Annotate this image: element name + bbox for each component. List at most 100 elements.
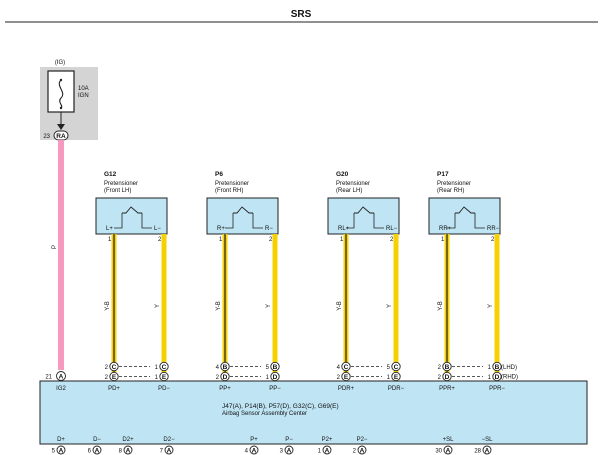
connector-id: A: [287, 447, 292, 454]
ecu-pin-label: P−: [285, 437, 293, 443]
squib-lead-minus: [252, 213, 263, 229]
fuse-rating: 10A: [78, 86, 89, 92]
connector-pin: 4: [216, 365, 220, 371]
terminal-plus-label: RR+: [439, 226, 452, 232]
component-side: (Front LH): [104, 188, 131, 194]
pin-minus-number: 2: [269, 237, 273, 243]
wire-plus-color: Y-B: [337, 301, 343, 310]
pretensioner-body: [428, 197, 501, 235]
connector-badge: [322, 445, 332, 455]
component-code: G20: [336, 171, 349, 178]
connector-id: A: [252, 447, 257, 454]
pin-minus-number: 2: [158, 237, 162, 243]
ecu-bottom-pin: D+ A5: [52, 437, 66, 455]
connector-pin: 2: [353, 448, 357, 454]
ecu-pin-label: PDR−: [388, 386, 405, 392]
wire-plus-color: Y-B: [216, 301, 222, 310]
connector-badge: [284, 445, 294, 455]
connector-pin: 3: [280, 448, 284, 454]
squib-lead-plus: [346, 213, 355, 229]
squib-icon: [122, 206, 142, 214]
connector-id: C: [162, 364, 167, 371]
wire-minus-color: Y: [488, 304, 494, 308]
connector-id: C: [394, 364, 399, 371]
component-name: Pretensioner: [215, 181, 249, 187]
ecu-pin-label: P2+: [322, 437, 333, 443]
connector-pin: 6: [88, 448, 92, 454]
connector-pin: 1: [387, 375, 391, 381]
connector-id: D: [495, 374, 500, 381]
ecu-bottom-pin: D2−A7: [160, 437, 175, 455]
ig2-label: IG2: [56, 386, 66, 392]
connector-badge: [109, 371, 119, 382]
fuse-connector-id: RA: [56, 133, 66, 140]
component-side: (Rear LH): [336, 188, 362, 194]
ig2-pin-number: 21: [45, 375, 52, 381]
diagram-title: SRS: [291, 9, 312, 20]
ecu-pin-label: D2+: [122, 437, 134, 443]
connector-id: A: [59, 447, 64, 454]
connector-pin: 1: [155, 365, 159, 371]
terminal-minus-label: R−: [265, 226, 273, 232]
terminal-plus-label: L+: [106, 226, 113, 232]
ecu-pin-label: −SL: [482, 437, 494, 443]
ecu-pin-label: P+: [250, 437, 258, 443]
wire-y: [272, 234, 278, 381]
fuse-pin-number: 23: [43, 134, 50, 140]
connector-badge: [391, 361, 401, 372]
connector-pin: 8: [119, 448, 123, 454]
connector-pin: 1: [488, 365, 492, 371]
wire-plus-color: Y-B: [105, 301, 111, 310]
ecu-pin-label: D2−: [163, 437, 175, 443]
fuse-block: (IG) 10A IGN RA 23: [40, 60, 98, 141]
connector-badge: [270, 361, 280, 372]
ecu-pin-label: PD−: [158, 386, 170, 392]
terminal-minus-label: RR−: [487, 226, 500, 232]
pin-plus-number: 1: [340, 237, 344, 243]
ecu-pin-label: PPR+: [439, 386, 455, 392]
pin-plus-number: 1: [219, 237, 223, 243]
ecu-pin-label: PP−: [269, 386, 281, 392]
connector-pin: 2: [438, 365, 442, 371]
connector-pin: 5: [266, 365, 270, 371]
ecu-bottom-pin-layer: D+A5D−A6D2+A8D2−A7P+A4P−A3P2+A1P2−A2+SLA…: [52, 437, 494, 455]
fuse-name: IGN: [78, 93, 89, 99]
connector-id: D: [223, 374, 228, 381]
connector-badge: [341, 371, 351, 382]
connector-pin: 2: [216, 375, 220, 381]
pin-plus-number: 1: [441, 237, 445, 243]
connector-badge: [159, 371, 169, 382]
squib-icon: [354, 206, 374, 214]
wire-minus-color: Y: [266, 304, 272, 308]
connector-id: B: [223, 364, 228, 371]
ecu-pin-label: D+: [57, 437, 65, 443]
connector-id: B: [273, 364, 278, 371]
connector-pin: 2: [105, 375, 109, 381]
arrow-down-icon: [57, 124, 65, 130]
fuse-terminal-bottom: [59, 106, 63, 110]
connector-pin: 1: [318, 448, 322, 454]
component-side: (Rear RH): [437, 188, 464, 194]
variant-label-lhd: (LHD): [501, 365, 517, 371]
squib-lead-minus: [474, 213, 485, 229]
connector-id: C: [344, 364, 349, 371]
ecu-bottom-pin: D2+A8: [119, 437, 134, 455]
connector-badge: [109, 361, 119, 372]
wire-plus-color: Y-B: [438, 301, 444, 310]
ecu-pin-label: PPR−: [489, 386, 505, 392]
connector-id: B: [495, 364, 500, 371]
ecu-top-pin-layer: PD+PD−PP+PP−PDR+PDR−PPR+PPR−: [108, 386, 505, 392]
ecu-pin-label: D−: [93, 437, 101, 443]
connector-badge: [357, 445, 367, 455]
connector-id: A: [446, 447, 451, 454]
pretensioner-body: [95, 197, 168, 235]
component-name: Pretensioner: [104, 181, 138, 187]
connector-pin: 5: [52, 448, 56, 454]
component-code: G12: [104, 171, 117, 178]
connector-pin: 2: [105, 365, 109, 371]
ecu-name: Airbag Sensor Assembly Center: [222, 411, 307, 417]
